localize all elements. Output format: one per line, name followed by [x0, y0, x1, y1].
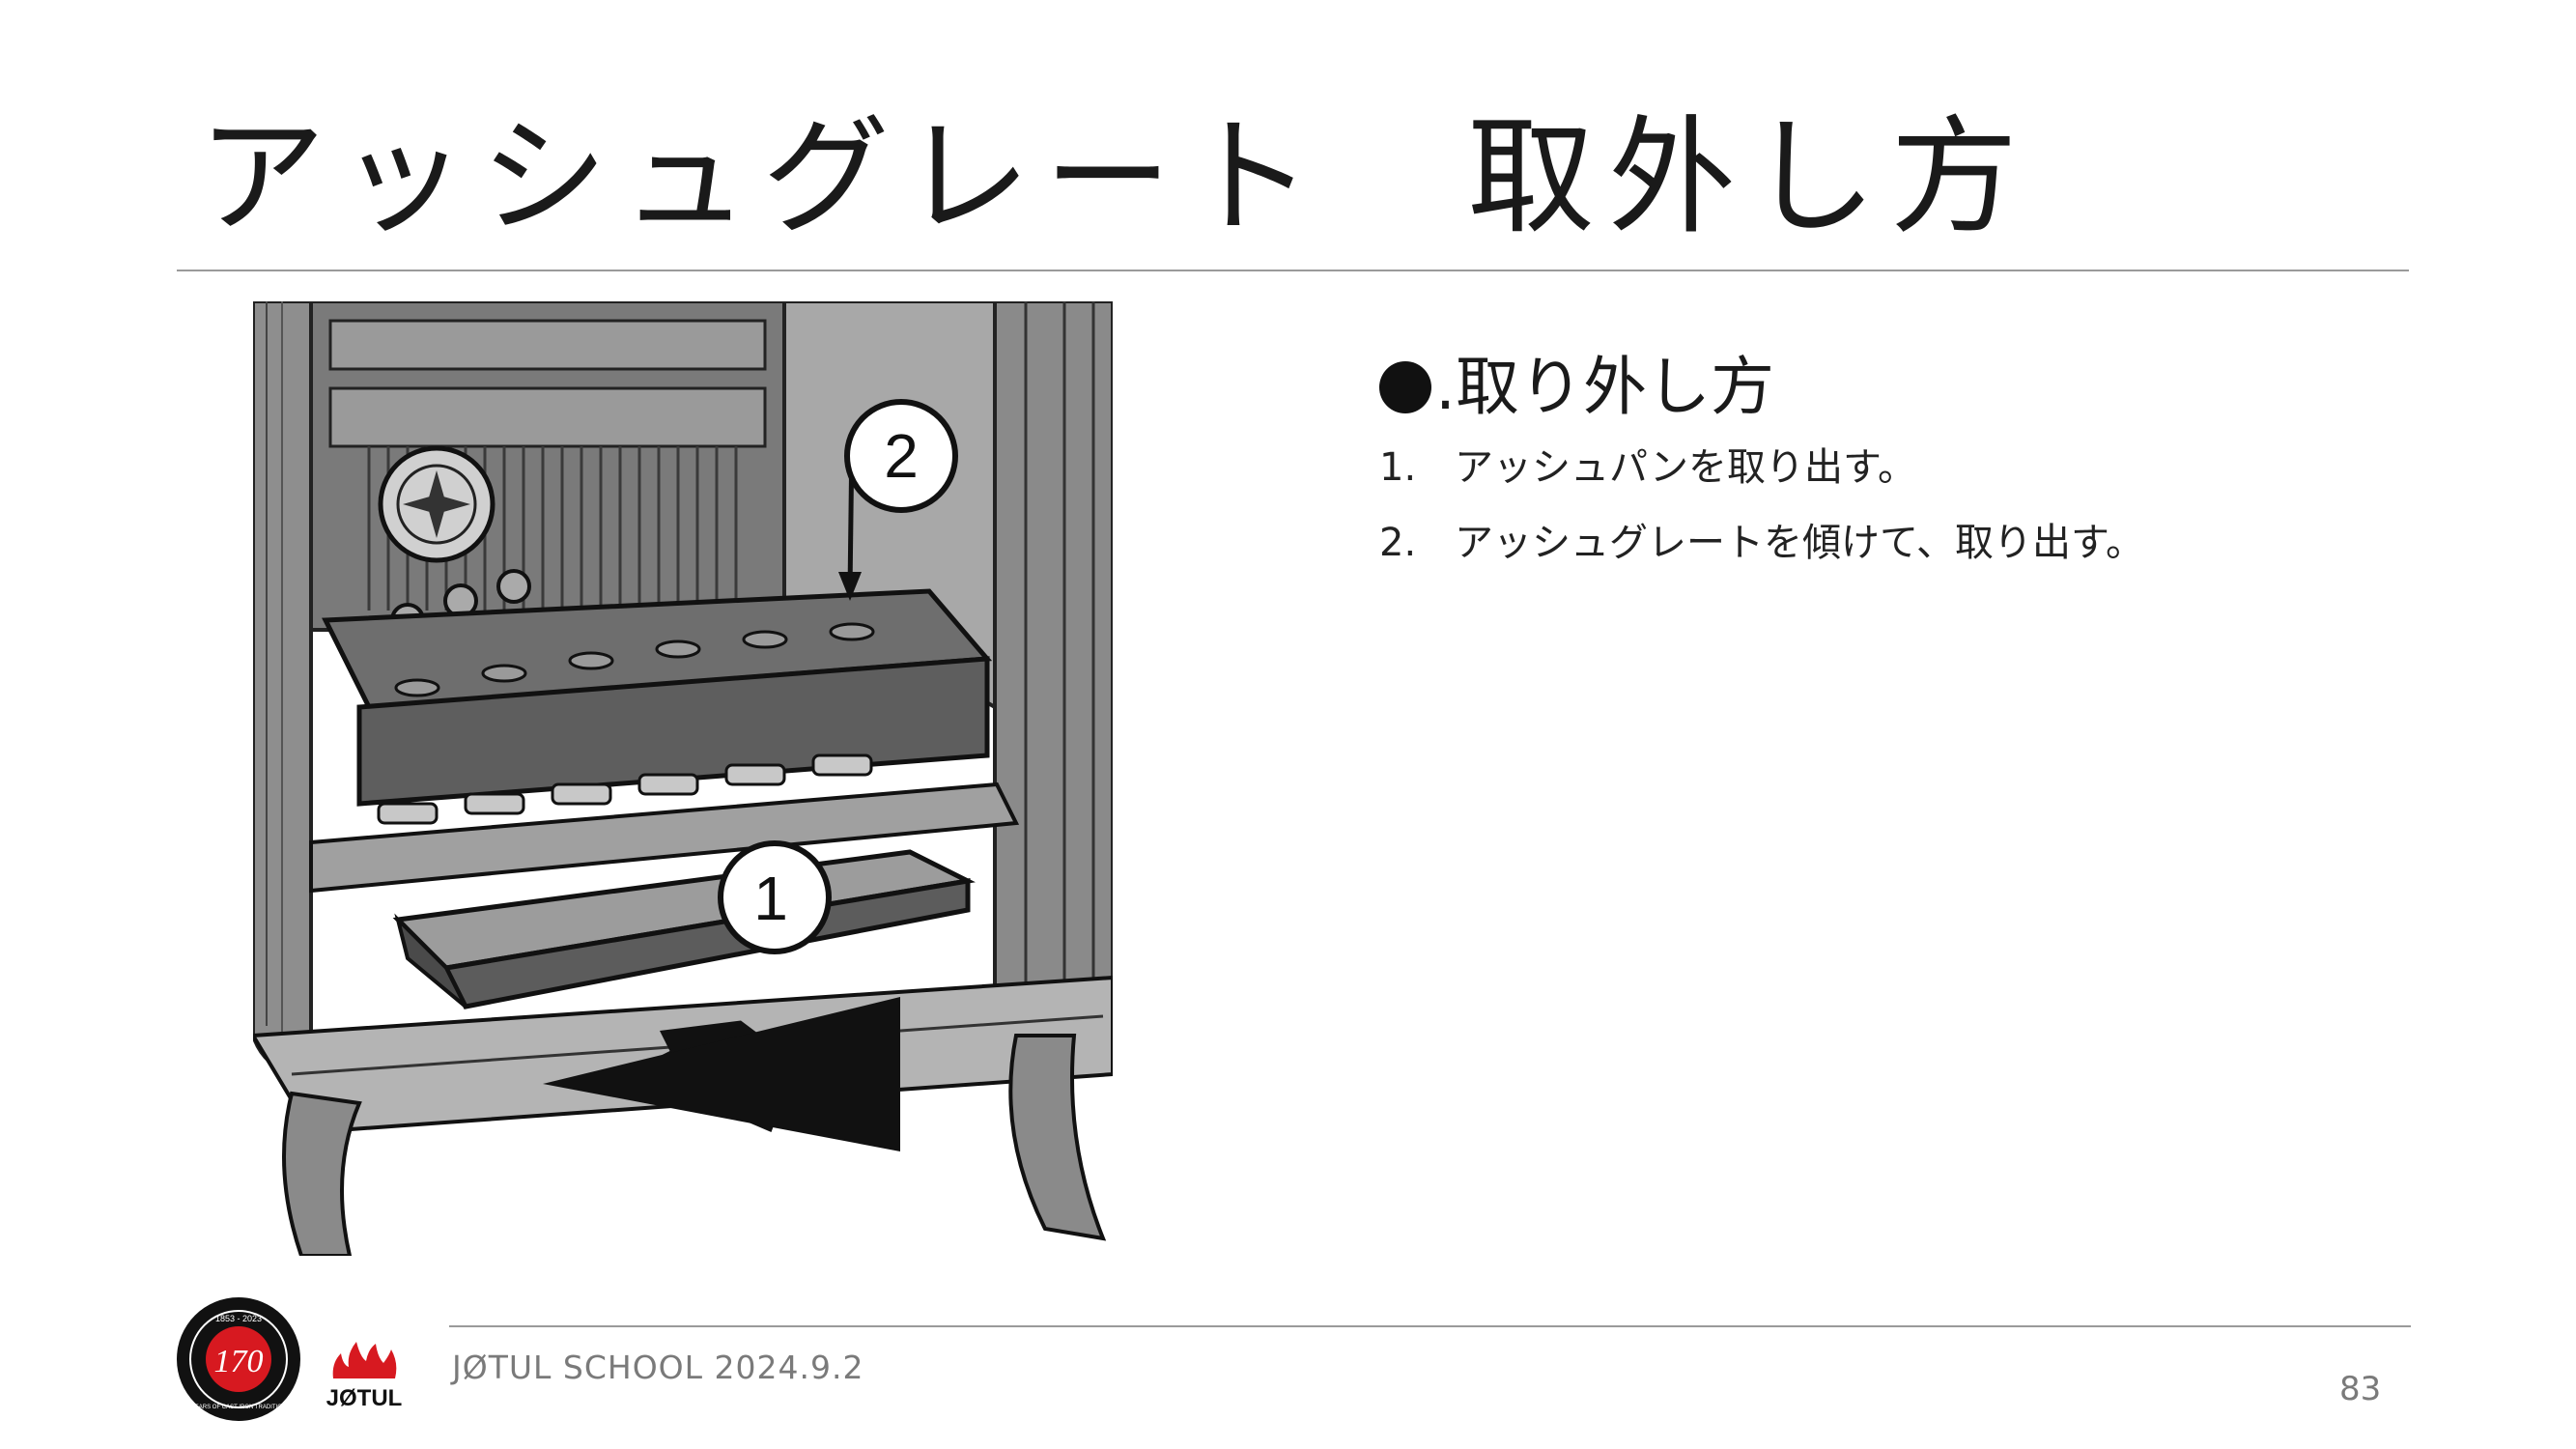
title-divider: [177, 270, 2409, 271]
jotul-logo: JØTUL: [314, 1336, 415, 1411]
svg-text:1: 1: [753, 864, 788, 933]
svg-text:170: 170: [214, 1344, 264, 1379]
slide-title: アッシュグレート 取外し方: [198, 103, 2031, 252]
svg-text:2: 2: [884, 421, 919, 491]
bullet-dot-icon: [1379, 361, 1431, 413]
stove-illustration: 2 1: [253, 301, 1113, 1256]
svg-text:JØTUL: JØTUL: [326, 1385, 403, 1411]
footer-divider: [449, 1325, 2411, 1327]
page-number: 83: [2339, 1370, 2382, 1408]
step-number: 1.: [1379, 445, 1417, 490]
footer-event-label: JØTUL SCHOOL 2024.9.2: [452, 1349, 864, 1386]
steps-list: 1. アッシュパンを取り出す。 2. アッシュグレートを傾けて、取り出す。: [1379, 448, 2490, 562]
list-item: 1. アッシュパンを取り出す。: [1379, 448, 2490, 487]
svg-text:1853 - 2023: 1853 - 2023: [215, 1314, 262, 1323]
instructions-panel: .取り外し方 1. アッシュパンを取り出す。 2. アッシュグレートを傾けて、取…: [1379, 355, 2490, 599]
svg-text:YEARS OF CAST IRON TRADITION: YEARS OF CAST IRON TRADITION: [191, 1405, 286, 1410]
step-number: 2.: [1379, 521, 1417, 565]
step-text: アッシュパンを取り出す。: [1455, 445, 1916, 490]
section-heading-text: .取り外し方: [1435, 350, 1774, 424]
anniversary-logo: 170 1853 - 2023 YEARS OF CAST IRON TRADI…: [174, 1294, 303, 1424]
section-heading: .取り外し方: [1379, 355, 2490, 419]
list-item: 2. アッシュグレートを傾けて、取り出す。: [1379, 524, 2490, 562]
step-text: アッシュグレートを傾けて、取り出す。: [1455, 521, 2144, 565]
